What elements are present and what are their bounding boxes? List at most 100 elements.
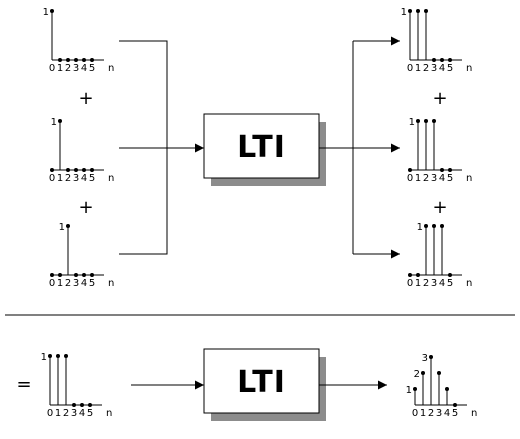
tick-label: 5 [89,278,95,289]
stem-point [448,168,452,172]
axis-variable-label: n [108,278,114,289]
tick-label: 1 [57,278,63,289]
stem-point [50,273,54,277]
tick-label: 1 [420,408,426,419]
lti-block-bottom-box [203,348,320,414]
tick-label: 3 [73,173,79,184]
tick-label: 3 [431,63,437,74]
stem-point [424,9,428,13]
stem-point [64,354,68,358]
stem-point [432,119,436,123]
lti-block-bottom-label: LTI [237,365,286,400]
stem-point [416,273,420,277]
tick-label: 3 [431,173,437,184]
stem-point [440,224,444,228]
stem-point [416,9,420,13]
stem-point [437,371,441,375]
axis-variable-label: n [466,278,472,289]
tick-label: 1 [55,408,61,419]
stem-point [448,273,452,277]
value-label: 1 [409,117,415,128]
stem-point [58,58,62,62]
tick-label: 3 [436,408,442,419]
stem-point [82,58,86,62]
stem-point [424,224,428,228]
lti-block-top-label: LTI [237,130,286,165]
stem-point [50,168,54,172]
stem-point [48,354,52,358]
stem-point [74,168,78,172]
tick-label: 5 [452,408,458,419]
stem-point [408,9,412,13]
plus-sign-output-2: + [432,197,447,218]
plus-sign-input-1: + [78,88,93,109]
plus-sign-output-1: + [432,88,447,109]
tick-label: 5 [447,173,453,184]
stem-point [440,58,444,62]
value-label: 1 [401,7,407,18]
tick-label: 4 [81,278,87,289]
tick-label: 1 [57,63,63,74]
stem-point [432,58,436,62]
tick-label: 4 [439,173,445,184]
axis-variable-label: n [466,63,472,74]
tick-label: 5 [89,173,95,184]
input-wires [119,40,204,255]
value-label: 1 [59,222,65,233]
value-label: 2 [414,369,420,380]
tick-label: 0 [407,63,413,74]
axis-variable-label: n [108,173,114,184]
tick-label: 4 [439,63,445,74]
stem-point [72,403,76,407]
tick-label: 4 [439,278,445,289]
stem-point [50,9,54,13]
tick-label: 2 [65,63,71,74]
tick-label: 4 [81,63,87,74]
tick-label: 4 [444,408,450,419]
lti-block-bottom: LTI [203,348,326,421]
tick-label: 2 [65,278,71,289]
axis-variable-label: n [106,408,112,419]
output-wires [319,36,400,259]
value-label: 3 [422,353,428,364]
stem-point [74,273,78,277]
stem-point [429,355,433,359]
tick-label: 1 [57,173,63,184]
tick-label: 5 [89,63,95,74]
stem-point [82,168,86,172]
stem-point [432,224,436,228]
plus-sign-input-2: + [78,197,93,218]
equals-sign: = [16,374,31,395]
stem-point [58,119,62,123]
stem-point [66,168,70,172]
tick-label: 3 [73,278,79,289]
tick-label: 1 [415,173,421,184]
tick-label: 0 [407,173,413,184]
stem-point [424,119,428,123]
stem-point [90,273,94,277]
tick-label: 4 [81,173,87,184]
stem-point [90,168,94,172]
tick-label: 2 [65,173,71,184]
stem-point [440,168,444,172]
stem-point [421,371,425,375]
tick-label: 0 [47,408,53,419]
axis-variable-label: n [466,173,472,184]
stem-point [82,273,86,277]
stem-point [74,58,78,62]
value-label: 1 [43,7,49,18]
stem-point [58,273,62,277]
stem-point [408,273,412,277]
tick-label: 2 [423,173,429,184]
stem-point [88,403,92,407]
tick-label: 5 [87,408,93,419]
lti-block-top: LTI [203,113,326,186]
